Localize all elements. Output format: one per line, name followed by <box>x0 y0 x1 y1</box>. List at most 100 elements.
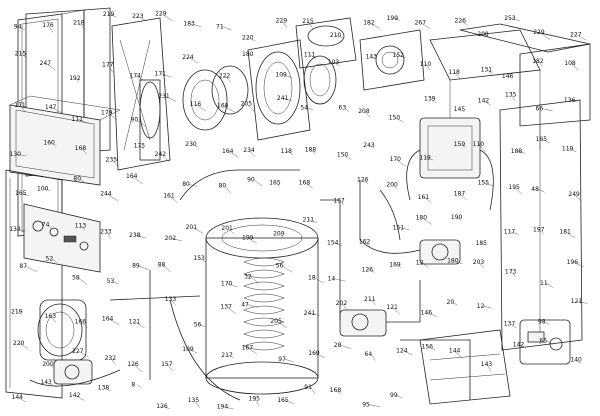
callout-leader-line <box>310 149 316 155</box>
callout-leader-line <box>332 242 343 247</box>
callout-leader-line <box>247 304 258 308</box>
callout-leader-line <box>306 107 313 110</box>
callout-leader-line <box>224 75 231 83</box>
part-callout: 98 <box>538 319 546 326</box>
part-callout: 109 <box>275 72 287 79</box>
part-callout: 150 <box>337 151 349 158</box>
callout-leader-line <box>136 119 146 127</box>
part-callout: 52 <box>46 255 54 262</box>
callout-leader-line <box>284 358 294 363</box>
part-callout: 63 <box>339 104 347 111</box>
part-callout: 208 <box>477 31 489 38</box>
callout-leader-line <box>459 143 466 148</box>
part-callout: 267 <box>415 20 427 27</box>
callout-leader-line <box>249 150 255 157</box>
callout-leader-line <box>275 182 281 187</box>
callout-leader-line <box>282 97 293 102</box>
part-callout: 131 <box>481 67 493 74</box>
callout-leader-line <box>425 157 433 161</box>
part-callout: 182 <box>363 19 375 26</box>
part-callout: 99 <box>390 392 398 399</box>
callout-leader-line <box>454 72 462 80</box>
callout-leader-line <box>569 99 578 103</box>
part-callout: 121 <box>386 304 398 311</box>
part-callout: 146 <box>421 309 433 316</box>
callout-leader-line <box>170 298 176 306</box>
part-callout: 200 <box>386 182 398 189</box>
callout-leader-line <box>339 344 351 349</box>
callout-leader-line <box>247 53 253 57</box>
part-callout: 244 <box>100 190 112 197</box>
part-callout: 161 <box>418 194 430 201</box>
part-callout: 219 <box>103 11 115 18</box>
callout-leader-line <box>576 301 588 304</box>
part-callout: 133 <box>9 226 21 233</box>
part-callout: 88 <box>158 262 166 269</box>
part-callout: 165 <box>277 397 289 404</box>
callout-leader-line <box>246 103 255 112</box>
part-callout: 247 <box>40 60 52 67</box>
callout-leader-line <box>510 271 516 278</box>
part-callout: 171 <box>14 102 26 109</box>
callout-leader-line <box>112 281 119 285</box>
callout-leader-line <box>392 17 401 21</box>
part-callout: 65 <box>540 338 548 345</box>
part-callout: 185 <box>476 240 488 247</box>
part-callout: 160 <box>43 139 55 146</box>
callout-leader-line <box>15 153 27 157</box>
callout-leader-line <box>460 20 469 26</box>
callout-leader-line <box>47 224 52 230</box>
callout-leader-line <box>17 396 26 403</box>
callout-leader-line <box>367 269 375 273</box>
part-callout: 121 <box>571 298 583 305</box>
callout-leader-line <box>25 265 37 273</box>
part-callout: 153 <box>193 255 205 262</box>
callout-leader-line <box>545 282 554 288</box>
part-callout: 203 <box>473 259 485 266</box>
callout-leader-line <box>395 158 406 167</box>
part-callout: 90 <box>131 117 139 124</box>
callout-leader-line <box>456 217 462 221</box>
part-callout: 165 <box>15 190 27 197</box>
callout-leader-line <box>106 231 111 239</box>
callout-leader-line <box>188 348 197 354</box>
callout-leader-line <box>420 22 431 29</box>
part-callout: 202 <box>336 300 348 307</box>
callout-leader-line <box>107 318 120 326</box>
callout-leader-line <box>402 350 413 356</box>
callout-leader-line <box>80 225 86 231</box>
callout-leader-line <box>392 184 398 190</box>
part-callout: 227 <box>72 348 84 355</box>
part-callout: 188 <box>305 147 317 154</box>
callout-leader-line <box>369 22 380 29</box>
part-callout: 169 <box>308 350 320 357</box>
callout-leader-line <box>227 150 239 158</box>
callout-leader-line <box>42 188 51 191</box>
part-callout: 188 <box>511 148 523 155</box>
part-callout: 201 <box>221 225 233 232</box>
part-callout: 146 <box>502 73 514 80</box>
callout-leader-line <box>539 31 551 40</box>
part-callout: 194 <box>217 404 229 411</box>
part-callout: 190 <box>451 214 463 221</box>
part-callout: 28 <box>334 342 342 349</box>
part-callout: 130 <box>10 151 22 158</box>
part-callout: 152 <box>393 52 405 59</box>
callout-leader-line <box>572 261 584 268</box>
part-callout: 205 <box>241 101 253 108</box>
part-callout: 14 <box>328 276 336 283</box>
callout-leader-line <box>452 302 458 306</box>
part-callout: 217 <box>221 352 233 359</box>
callout-leader-line <box>308 219 317 223</box>
callout-leader-line <box>545 340 554 345</box>
part-callout: 56 <box>194 322 202 329</box>
callout-leader-line <box>509 231 519 235</box>
callout-leader-line <box>138 265 149 270</box>
part-callout: 233 <box>100 228 112 235</box>
part-callout: 111 <box>304 51 316 58</box>
callout-leader-line <box>398 55 406 59</box>
callout-leader-line <box>254 398 260 406</box>
part-callout: 155 <box>478 180 490 187</box>
combustion-chamber <box>247 39 337 141</box>
part-callout: 249 <box>568 191 580 198</box>
